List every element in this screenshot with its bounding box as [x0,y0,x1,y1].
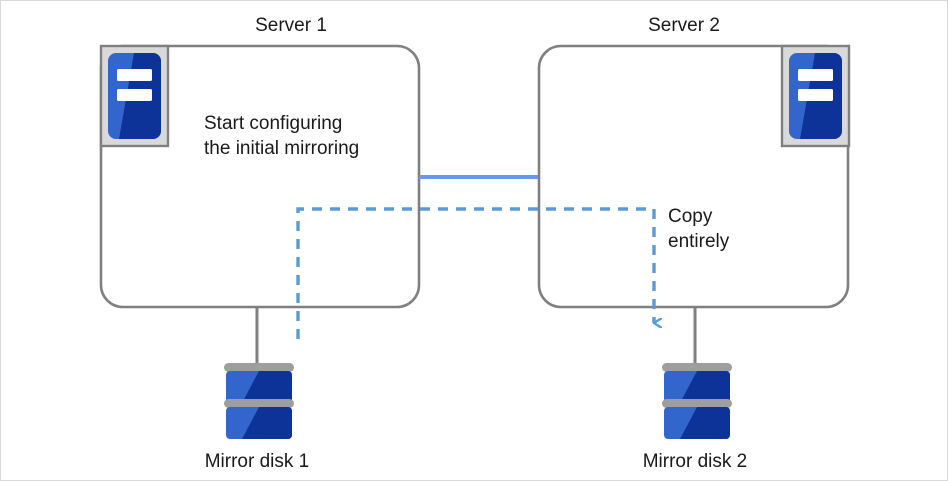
mirror-disk-1-label: Mirror disk 1 [204,451,310,472]
server-icon [780,44,851,148]
disk-stack-icon [662,363,732,439]
server-1-title: Server 1 [255,15,327,36]
server-1-note: Start configuring the initial mirroring [204,113,360,159]
mirror-disk-2-label: Mirror disk 2 [642,451,748,472]
copy-flow-link [296,207,654,339]
disk-stack-icon [224,363,294,439]
server-2-title: Server 2 [648,15,720,36]
copy-flow-label: Copy entirely [668,206,730,252]
server-icon [99,44,170,148]
